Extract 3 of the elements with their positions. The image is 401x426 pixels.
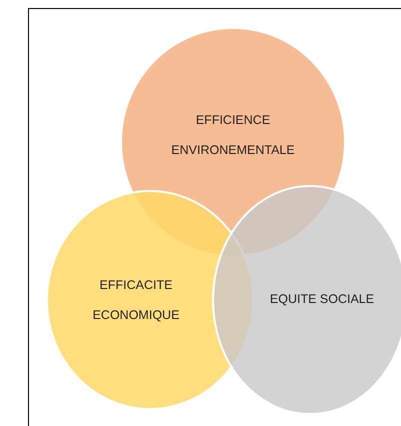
circle-label: EFFICIENCE ENVIRONEMENTALE [170, 112, 296, 159]
circle-label: EQUITE SOCIALE [268, 291, 376, 308]
circle-label: EFFICACITE ECONOMIQUE [92, 277, 180, 324]
